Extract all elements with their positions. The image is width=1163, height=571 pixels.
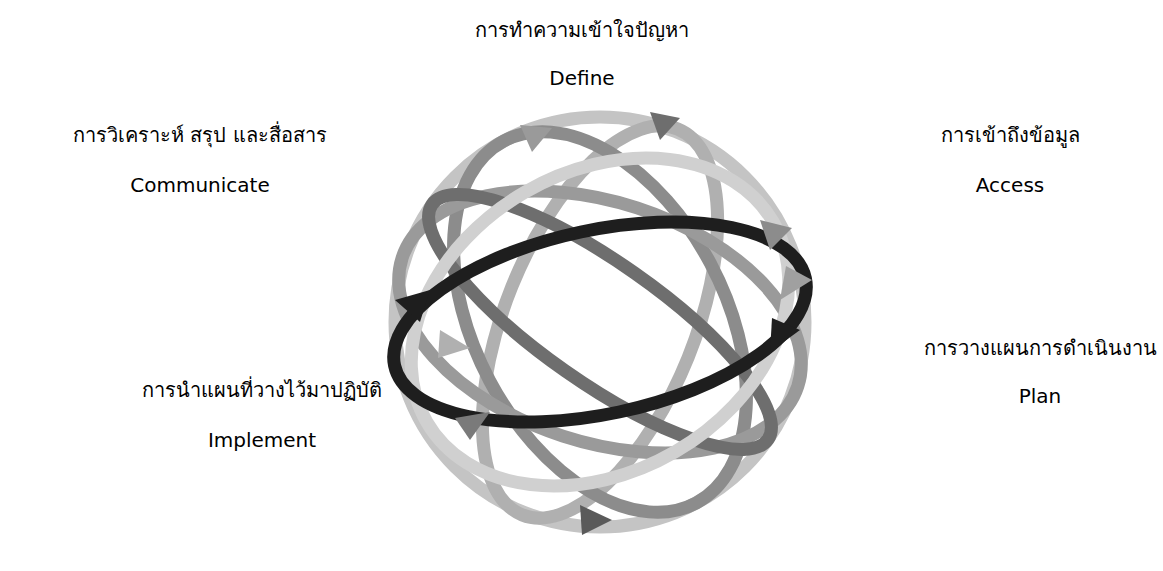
step-label: การนำแผนที่วางไว้มาปฏิบัติ [142, 378, 382, 402]
step-label: Access [976, 173, 1044, 197]
step-label: Communicate [130, 173, 269, 197]
step-label: การเข้าถึงข้อมูล [941, 123, 1080, 147]
step-label: การวิเคราะห์ สรุป และสื่อสาร [73, 123, 327, 147]
step-label: Implement [208, 428, 316, 452]
step-label: การวางแผนการดำเนินงาน [924, 336, 1157, 360]
step-label: Define [549, 66, 614, 90]
step-label: การทำความเข้าใจปัญหา [475, 18, 689, 42]
step-label: Plan [1019, 384, 1062, 408]
